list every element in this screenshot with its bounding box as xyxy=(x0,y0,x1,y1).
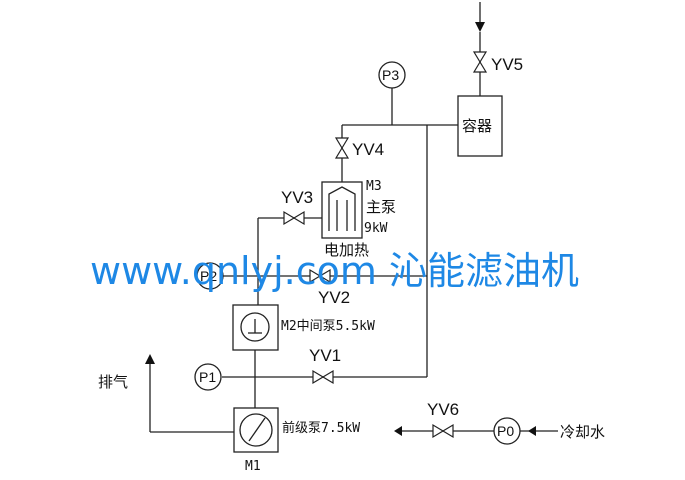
label-yv6: YV6 xyxy=(427,400,459,419)
valve-yv3-left-icon xyxy=(283,210,296,226)
valve-yv6-left-icon xyxy=(432,423,445,439)
valve-yv1-left-icon xyxy=(312,369,325,385)
valve-yv4[interactable] xyxy=(334,137,350,159)
main-pump-symbol-icon xyxy=(328,186,356,231)
valve-yv3[interactable] xyxy=(283,210,305,226)
valve-yv2-right-icon xyxy=(318,268,331,284)
label-yv2: YV2 xyxy=(318,288,350,307)
valve-yv6-right-icon xyxy=(441,423,454,439)
valve-yv2-left-icon xyxy=(309,268,322,284)
valve-yv5-top-icon xyxy=(472,51,488,64)
label-yv3: YV3 xyxy=(281,188,313,207)
label-m3-power: 9kW xyxy=(364,221,388,236)
label-main-pump: 主泵 xyxy=(366,198,396,216)
label-yv5: YV5 xyxy=(491,55,523,74)
label-m2: M2中间泵5.5kW xyxy=(281,319,375,334)
label-exhaust: 排气 xyxy=(98,373,128,391)
label-p2: P2 xyxy=(200,268,217,284)
watermark-text: www.qnlyj.com 沁能滤油机 xyxy=(90,249,579,293)
valve-yv5[interactable] xyxy=(472,51,488,73)
cooling-outlet-arrow-icon xyxy=(394,426,402,436)
valve-yv1-right-icon xyxy=(321,369,334,385)
valve-yv3-right-icon xyxy=(292,210,305,226)
label-p3: P3 xyxy=(382,67,399,83)
label-yv4: YV4 xyxy=(352,140,384,159)
label-container: 容器 xyxy=(462,117,492,135)
label-m3: M3 xyxy=(366,179,382,194)
label-p1: P1 xyxy=(199,369,216,385)
valve-yv6[interactable] xyxy=(432,423,454,439)
label-electric-heating: 电加热 xyxy=(324,241,369,259)
gauge-p2 xyxy=(196,262,224,290)
exhaust-arrow-icon xyxy=(145,354,155,364)
valve-yv5-bottom-icon xyxy=(472,60,488,73)
gauge-p1 xyxy=(194,363,222,391)
valve-yv4-top-icon xyxy=(334,137,350,150)
inlet-arrow-icon xyxy=(475,22,485,32)
container-vessel xyxy=(457,95,503,157)
valve-yv2[interactable] xyxy=(309,268,331,284)
fore-pump-symbol-needle xyxy=(248,417,266,442)
label-yv1: YV1 xyxy=(309,346,341,365)
label-m1: M1 xyxy=(245,459,261,474)
valve-yv1[interactable] xyxy=(312,369,334,385)
cooling-inlet-arrow-icon xyxy=(528,426,536,436)
label-p0: P0 xyxy=(497,423,514,439)
label-fore-pump: 前级泵7.5kW xyxy=(282,420,360,436)
gauge-p3 xyxy=(378,61,406,89)
label-cooling-water: 冷却水 xyxy=(560,423,605,441)
valve-yv4-bottom-icon xyxy=(334,146,350,159)
main-pump-m3 xyxy=(321,181,363,239)
gauge-p0 xyxy=(493,417,521,445)
